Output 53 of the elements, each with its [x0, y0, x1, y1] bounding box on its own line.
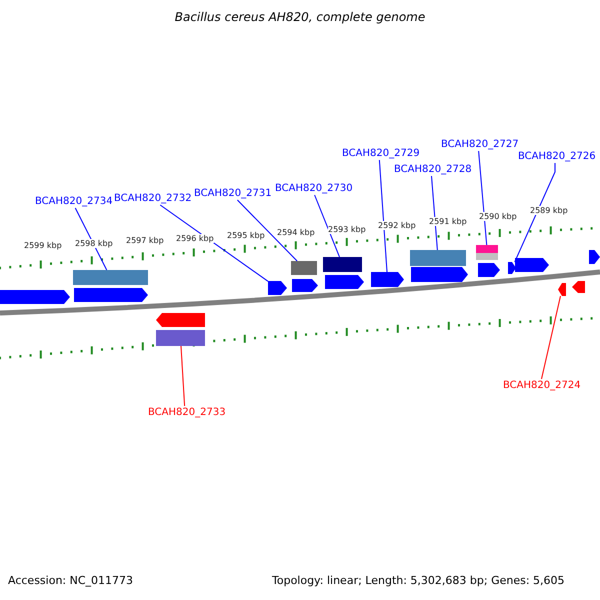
scale-label: 2593 kbp [328, 225, 366, 234]
scale-label: 2595 kbp [227, 231, 265, 240]
gene-feature [325, 275, 364, 289]
gene-feature [323, 257, 362, 272]
scale-label: 2594 kbp [277, 228, 315, 237]
scale-label: 2590 kbp [479, 212, 517, 221]
gene-feature [0, 290, 70, 304]
gene-feature [410, 250, 466, 266]
gene-feature [156, 313, 205, 327]
leader-line [514, 162, 556, 262]
leader-line [431, 176, 438, 250]
title: Bacillus cereus AH820, complete genome [174, 10, 426, 24]
leader-line [478, 150, 488, 246]
leader-line [314, 194, 340, 258]
gene-feature [476, 253, 498, 260]
leader-line [236, 200, 298, 262]
footer-text: Accession: NC_011773 [8, 574, 134, 587]
gene-feature [558, 283, 566, 296]
gene-label: BCAH820_2729 [342, 147, 420, 160]
gene-feature [292, 279, 318, 292]
leader-line [74, 208, 108, 270]
gene-label: BCAH820_2730 [275, 182, 353, 195]
gene-feature [156, 330, 205, 346]
gene-feature [572, 281, 585, 293]
gene-feature [478, 263, 500, 277]
gene-label: BCAH820_2732 [114, 192, 192, 205]
leader-line [160, 204, 268, 282]
scale-label: 2591 kbp [429, 217, 467, 226]
scale-label: 2596 kbp [176, 234, 214, 243]
gene-label: BCAH820_2727 [441, 138, 519, 151]
footer-text: Topology: linear; Length: 5,302,683 bp; Genes: 5,605 [272, 574, 565, 587]
gene-feature [371, 272, 404, 287]
gene-feature [73, 270, 148, 285]
scale-label: 2598 kbp [75, 239, 113, 248]
gene-feature [291, 261, 317, 275]
scale-label: 2589 kbp [530, 206, 568, 215]
gene-feature [411, 267, 468, 282]
leader-line [541, 296, 561, 380]
gene-feature [74, 288, 148, 302]
gene-label: BCAH820_2728 [394, 163, 472, 176]
gene-label: BCAH820_2724 [503, 379, 581, 392]
gene-feature [589, 250, 600, 264]
leader-line [378, 160, 388, 272]
gene-label: BCAH820_2726 [518, 150, 596, 163]
scale-label: 2599 kbp [24, 241, 62, 250]
leader-line [180, 346, 186, 406]
gene-label: BCAH820_2734 [35, 195, 113, 208]
scale-label: 2592 kbp [378, 221, 416, 230]
gene-label: BCAH820_2733 [148, 406, 226, 419]
gene-feature [476, 245, 498, 253]
scale-label: 2597 kbp [126, 236, 164, 245]
gene-label: BCAH820_2731 [194, 187, 272, 200]
gene-feature [268, 281, 287, 295]
